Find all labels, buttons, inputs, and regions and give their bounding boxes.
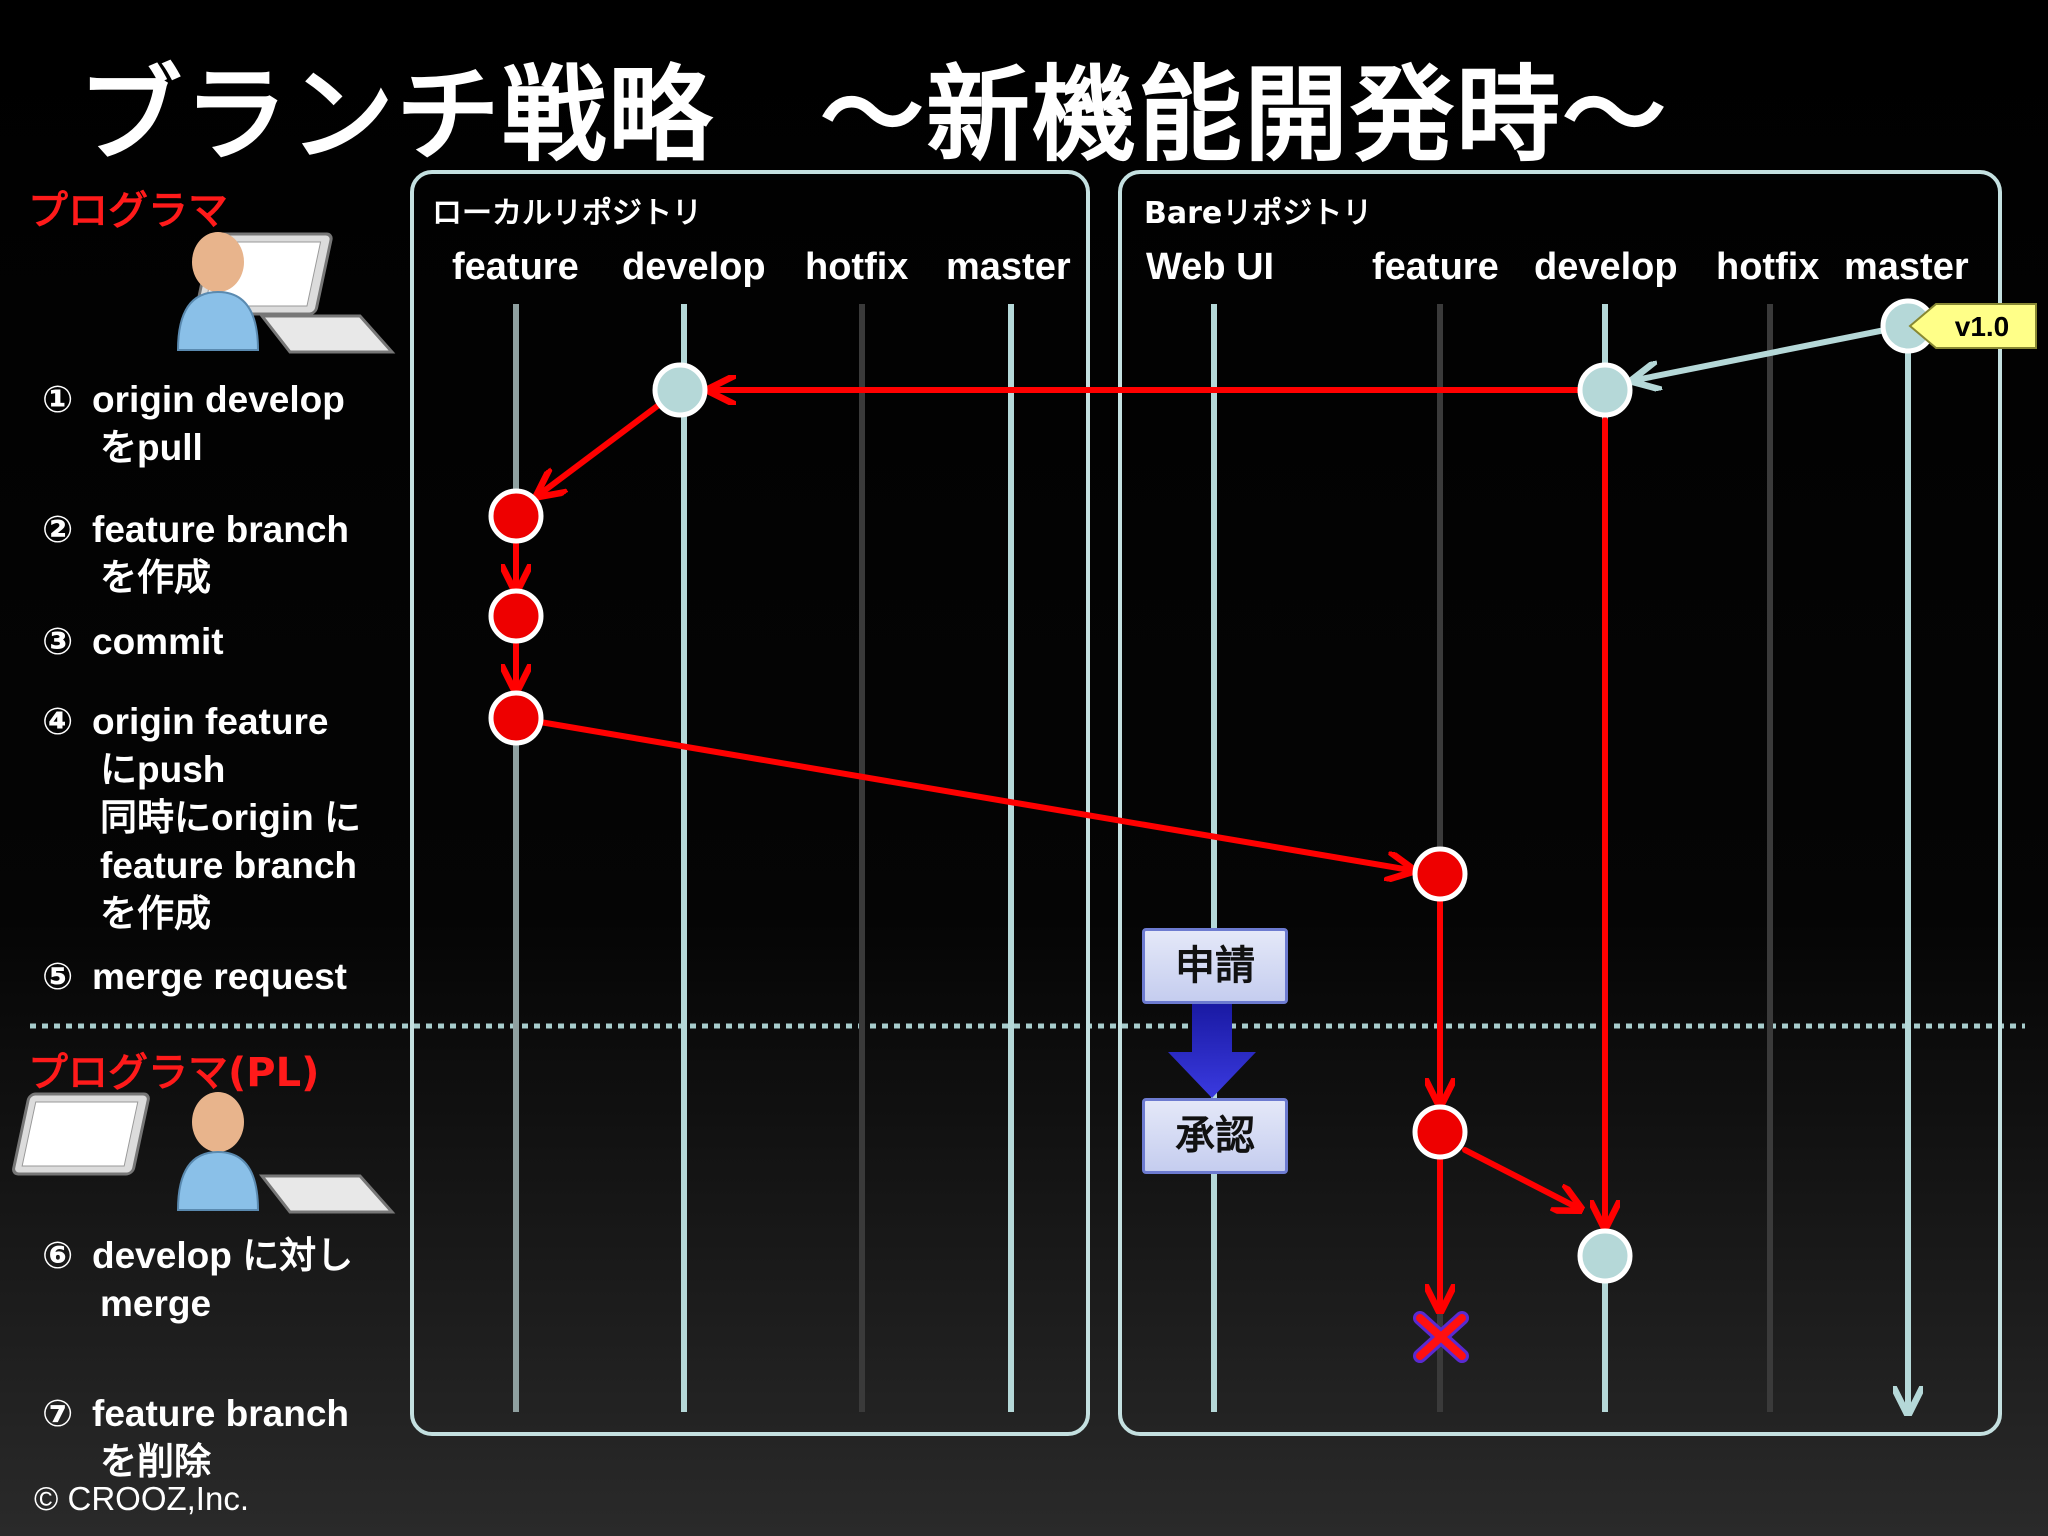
- step-text: 同時にorigin に: [100, 797, 362, 838]
- commit-bare-feature-2: [1412, 1104, 1468, 1160]
- step-4: ④ origin feature にpush 同時にorigin に featur…: [42, 698, 361, 938]
- step-5: ⑤ merge request: [42, 953, 347, 1001]
- step-6: ⑥ develop に対し merge: [42, 1232, 353, 1328]
- commit-bare-feature-1: [1412, 846, 1468, 902]
- version-tag: v1.0: [1908, 303, 2037, 349]
- step-number: ②: [42, 509, 74, 550]
- programmer-pl-icon: [12, 1092, 396, 1214]
- local-col-feature: feature: [452, 246, 579, 288]
- step-1: ① origin develop をpull: [42, 376, 345, 472]
- arrow-merge-develop: [1462, 1147, 1578, 1208]
- step-text: merge: [100, 1283, 212, 1324]
- arrow-push-feature: [537, 719, 1410, 870]
- step-2: ② feature branch を作成: [42, 506, 349, 602]
- local-repo-label: ローカルリポジトリ: [432, 196, 702, 231]
- step-text: commit: [92, 621, 224, 662]
- commit-local-feature-3: [488, 690, 544, 746]
- step-text: をpull: [100, 427, 203, 468]
- step-number: ⑥: [42, 1235, 74, 1276]
- commit-bare-develop: [1577, 362, 1633, 418]
- arrow-master-to-develop: [1636, 327, 1886, 380]
- local-repo-panel: [410, 170, 1090, 1436]
- merge-request-box: 申請: [1142, 928, 1288, 1004]
- role-programmer: プログラマ: [28, 188, 228, 234]
- step-number: ③: [42, 621, 74, 662]
- step-number: ⑦: [42, 1393, 74, 1434]
- page-title: ブランチ戦略 ～新機能開発時～: [78, 54, 1669, 176]
- commit-local-feature-1: [488, 488, 544, 544]
- arrow-create-feature: [540, 401, 663, 494]
- commit-local-develop: [652, 362, 708, 418]
- step-text: origin feature: [92, 701, 329, 742]
- copyright: © CROOZ,Inc.: [34, 1480, 249, 1517]
- step-text: feature branch: [92, 509, 350, 550]
- step-text: を作成: [100, 557, 211, 598]
- commit-bare-develop-merged: [1577, 1228, 1633, 1284]
- commit-local-feature-2: [488, 588, 544, 644]
- step-text: にpush: [100, 749, 226, 790]
- step-number: ①: [42, 379, 74, 420]
- step-7: ⑦ feature branch を削除: [42, 1390, 349, 1486]
- flow-arrows: [516, 390, 1605, 1308]
- bare-repo-panel: [1118, 170, 2002, 1436]
- bare-col-webui: Web UI: [1146, 246, 1275, 288]
- step-text: を作成: [100, 893, 211, 934]
- local-col-develop: develop: [622, 246, 766, 288]
- step-3: ③ commit: [42, 618, 224, 666]
- programmer-icon: [176, 232, 396, 354]
- step-number: ⑤: [42, 956, 74, 997]
- approval-box: 承認: [1142, 1098, 1288, 1174]
- bare-col-develop: develop: [1534, 246, 1678, 288]
- bare-col-master: master: [1844, 246, 1969, 288]
- step-text: feature branch: [100, 845, 358, 886]
- delete-x-icon: [1413, 1311, 1469, 1363]
- step-text: feature branch: [92, 1393, 350, 1434]
- role-programmer-pl: プログラマ(PL): [28, 1050, 320, 1096]
- bare-col-feature: feature: [1372, 246, 1499, 288]
- step-text: develop に対し: [92, 1235, 354, 1276]
- approval-flow-arrow: [1168, 1000, 1256, 1098]
- bare-col-hotfix: hotfix: [1716, 246, 1820, 288]
- version-tag-label: v1.0: [1955, 311, 2010, 342]
- step-text: merge request: [92, 956, 347, 997]
- step-text: origin develop: [92, 379, 345, 420]
- bare-repo-label: Bareリポジトリ: [1144, 196, 1373, 231]
- step-number: ④: [42, 701, 74, 742]
- local-col-master: master: [946, 246, 1071, 288]
- step-text: を削除: [100, 1441, 211, 1482]
- local-col-hotfix: hotfix: [805, 246, 909, 288]
